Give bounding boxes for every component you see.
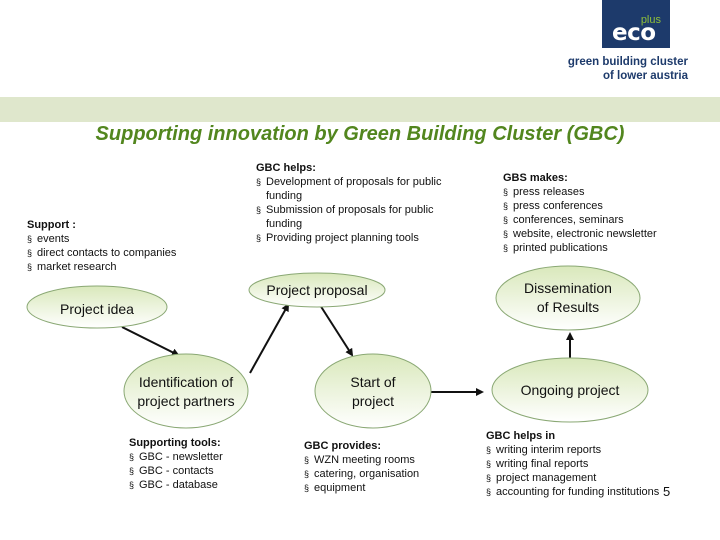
gbc-provides-item: WZN meeting rooms	[304, 453, 464, 467]
label-dissemination-line2: of Results	[536, 299, 600, 315]
label-project-proposal: Project proposal	[266, 282, 368, 298]
label-start-of-project: Start of project	[318, 373, 428, 411]
node-project-proposal	[248, 272, 386, 308]
logo-tagline-line1: green building cluster	[567, 56, 688, 68]
supporting-tools-item: GBC - newsletter	[129, 450, 279, 464]
label-identification: Identification of project partners	[124, 373, 248, 411]
gbs-makes-item: conferences, seminars	[503, 213, 693, 227]
gbc-helps-in-block: GBC helps in writing interim reports wri…	[486, 429, 686, 499]
gbc-provides-block: GBC provides: WZN meeting rooms catering…	[304, 439, 464, 495]
supporting-tools-block: Supporting tools: GBC - newsletter GBC -…	[129, 436, 279, 492]
slide-title: Supporting innovation by Green Building …	[95, 123, 625, 145]
gbs-makes-item: press releases	[503, 185, 693, 199]
node-start-of-project	[314, 353, 432, 429]
supporting-tools-item: GBC - database	[129, 478, 279, 492]
support-heading: Support :	[27, 219, 76, 231]
arrow-idea-to-identification	[121, 326, 180, 356]
supporting-tools-item: GBC - contacts	[129, 464, 279, 478]
gbs-makes-item: website, electronic newsletter	[503, 227, 693, 241]
ecoplus-logo: plus eco	[602, 0, 670, 48]
label-start-line2: project	[351, 393, 395, 409]
label-ongoing-project: Ongoing project	[520, 382, 620, 398]
gbc-helps-in-item: writing interim reports	[486, 443, 686, 457]
support-block: Support : events direct contacts to comp…	[27, 218, 227, 274]
support-item: direct contacts to companies	[27, 246, 227, 260]
support-item: market research	[27, 260, 227, 274]
node-dissemination	[495, 265, 641, 331]
logo-plus-text: plus	[640, 14, 661, 26]
arrow-proposal-to-start	[319, 304, 354, 357]
node-project-idea	[26, 285, 168, 329]
gbc-helps-in-item: accounting for funding institutions	[486, 485, 686, 499]
gbc-helps-in-item: project management	[486, 471, 686, 485]
gbs-makes-heading: GBS makes:	[503, 172, 568, 184]
logo-eco-text: eco	[612, 20, 656, 46]
gbc-helps-item: Providing project planning tools	[256, 231, 460, 245]
label-identification-line2: project partners	[137, 393, 235, 409]
logo-tagline-line2: of lower austria	[603, 70, 688, 82]
label-project-idea: Project idea	[60, 301, 134, 317]
label-dissemination: Dissemination of Results	[500, 279, 636, 317]
supporting-tools-heading: Supporting tools:	[129, 437, 221, 449]
node-ongoing-project	[491, 357, 649, 423]
page-number: 5	[663, 484, 671, 499]
support-item: events	[27, 232, 227, 246]
gbc-helps-in-item: writing final reports	[486, 457, 686, 471]
gbc-helps-block: GBC helps: Development of proposals for …	[256, 161, 460, 245]
gbc-provides-item: catering, organisation	[304, 467, 464, 481]
gbs-makes-block: GBS makes: press releases press conferen…	[503, 171, 693, 255]
header-band	[0, 97, 720, 122]
gbc-helps-heading: GBC helps:	[256, 162, 316, 174]
label-identification-line1: Identification of	[138, 374, 234, 390]
arrow-identification-to-proposal	[249, 303, 289, 374]
gbc-provides-heading: GBC provides:	[304, 440, 382, 452]
gbc-helps-item: Submission of proposals for public fundi…	[256, 203, 460, 231]
gbc-provides-item: equipment	[304, 481, 464, 495]
node-identification	[123, 353, 249, 429]
gbc-helps-in-heading: GBC helps in	[486, 430, 556, 442]
gbs-makes-item: printed publications	[503, 241, 693, 255]
label-dissemination-line1: Dissemination	[524, 280, 612, 296]
gbs-makes-item: press conferences	[503, 199, 693, 213]
gbc-helps-item: Development of proposals for public fund…	[256, 175, 460, 203]
label-start-line1: Start of	[350, 374, 396, 390]
